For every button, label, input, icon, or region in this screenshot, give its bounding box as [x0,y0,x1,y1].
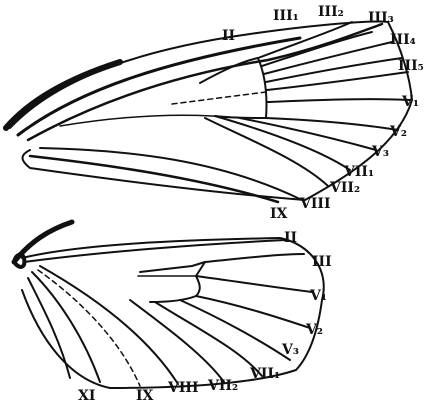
forewing-costa [6,62,120,128]
hindwing-label-VII2: VII₂ [207,378,238,394]
forewing-label-VII1: VII₁ [343,164,374,180]
hindwing-base-knot [14,255,24,267]
forewing-label-III2: III₂ [318,4,344,20]
hindwing [14,222,324,388]
hindwing-label-V3: V₃ [281,342,299,358]
forewing-label-II: II [222,28,235,44]
hindwing-vein-III [205,254,304,262]
forewing-label-VIII: VIII [299,196,331,212]
hindwing-vein-VIII [40,266,178,384]
hindwing-vein-V1 [196,276,312,292]
forewing-label-V2: V₂ [389,124,407,140]
forewing-vein-V1 [267,99,410,102]
hindwing-label-V2: V₂ [305,322,323,338]
forewing-label-III5: III₅ [398,58,424,74]
hindwing-label-III: III [312,254,332,270]
forewing-label-III4: III₄ [390,32,416,48]
hindwing-label-II: II [284,230,297,246]
hindwing-label-VII1: VII₁ [249,366,280,382]
forewing-label-VII2: VII₂ [329,180,360,196]
forewing-vein-III4 [266,58,402,82]
forewing-vein-III5 [267,72,408,90]
forewing-label-III3: III₃ [368,10,394,26]
hindwing-vein-XI-b [28,278,70,378]
hindwing-label-V1: V₁ [309,288,327,304]
forewing-label-V1: V₁ [401,94,419,110]
hindwing-label-XI: XI [78,388,95,404]
forewing-label-V3: V₃ [371,144,389,160]
hindwing-label-VIII: VIII [167,380,199,396]
forewing-discal-cell [200,58,267,118]
forewing-label-IX: IX [270,206,288,222]
forewing-vein-VII2 [205,118,328,186]
forewing-cell-fold [172,92,266,104]
hindwing-vein-V2 [196,296,310,328]
forewing-vein-VII1 [215,116,350,170]
hindwing-label-IX: IX [136,388,154,404]
forewing-label-III1: III₁ [273,8,299,24]
forewing-fold [60,115,240,126]
